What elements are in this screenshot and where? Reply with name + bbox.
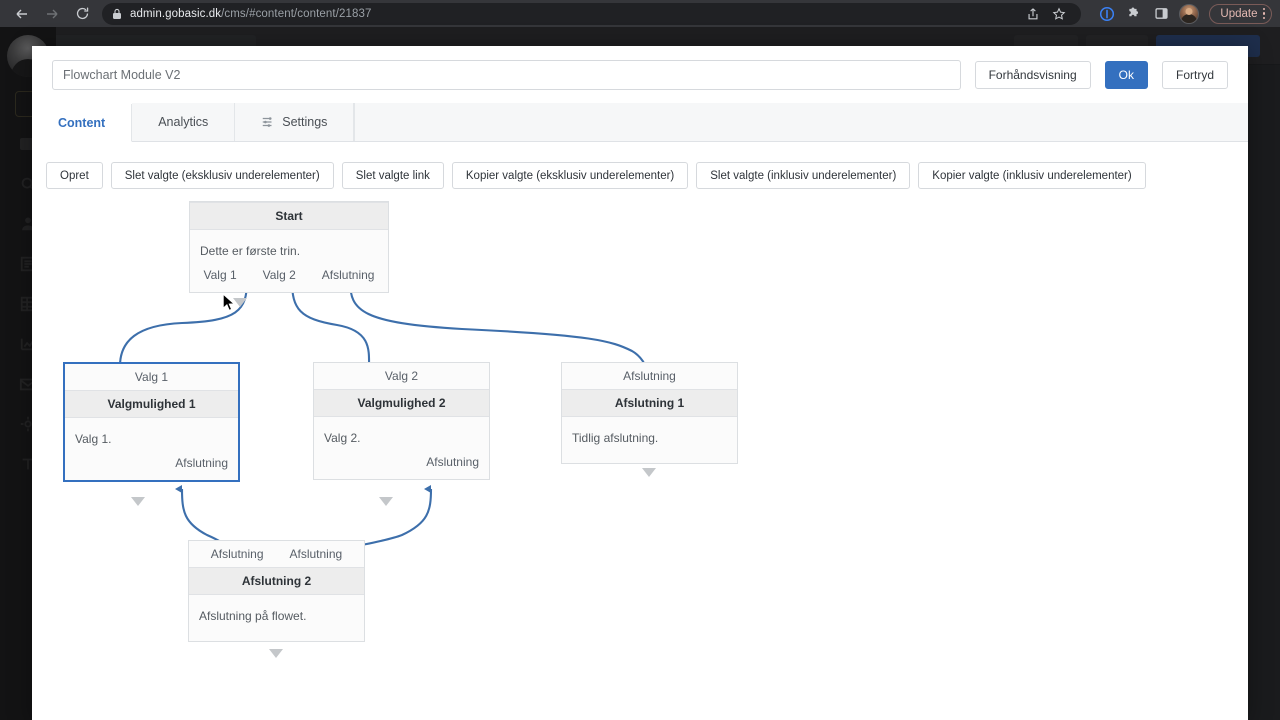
flow-inlabel-afslutning-a2-right[interactable]: Afslutning bbox=[289, 547, 343, 561]
create-button[interactable]: Opret bbox=[46, 162, 103, 189]
address-bar[interactable]: admin.gobasic.dk/cms/#content/content/21… bbox=[102, 2, 1082, 25]
delete-exclusive-button[interactable]: Slet valgte (eksklusiv underelementer) bbox=[110, 162, 334, 189]
flowchart-canvas[interactable]: Start Dette er første trin. Valg 1 Valg … bbox=[32, 201, 1248, 720]
stub-arrow-afslutning1 bbox=[642, 468, 656, 477]
dialog-tabs: Content Analytics Settings bbox=[32, 103, 1248, 142]
delete-inclusive-button[interactable]: Slet valgte (inklusiv underelementer) bbox=[696, 162, 911, 189]
flow-node-valgmulighed-2-title: Valgmulighed 2 bbox=[314, 389, 489, 417]
stub-arrow-valg2 bbox=[379, 497, 393, 506]
flow-node-afslutning-1-inputs: Afslutning bbox=[562, 363, 737, 389]
dialog-header: Flowchart Module V2 Forhåndsvisning Ok F… bbox=[32, 46, 1248, 104]
flow-node-valgmulighed-1-title: Valgmulighed 1 bbox=[65, 390, 238, 418]
flow-inlabel-afslutning-a1[interactable]: Afslutning bbox=[623, 369, 676, 383]
stub-arrow-valg1 bbox=[131, 497, 145, 506]
flow-link-afslutning-v2[interactable]: Afslutning bbox=[426, 455, 479, 469]
flow-inlabel-afslutning-a2-left[interactable]: Afslutning bbox=[210, 547, 264, 561]
flow-node-start[interactable]: Start Dette er første trin. Valg 1 Valg … bbox=[189, 201, 389, 293]
copy-exclusive-button[interactable]: Kopier valgte (eksklusiv underelementer) bbox=[451, 162, 689, 189]
mouse-cursor bbox=[222, 292, 236, 313]
tab-settings-label: Settings bbox=[282, 115, 328, 129]
flow-node-valgmulighed-2-body: Valg 2. bbox=[324, 431, 361, 445]
flowchart-module-dialog: Flowchart Module V2 Forhåndsvisning Ok F… bbox=[32, 46, 1248, 720]
tabs-filler bbox=[354, 103, 1248, 141]
back-button[interactable] bbox=[8, 2, 36, 26]
preview-button[interactable]: Forhåndsvisning bbox=[974, 61, 1091, 89]
side-panel-icon[interactable] bbox=[1149, 3, 1173, 25]
url-domain: admin.gobasic.dk bbox=[130, 7, 222, 20]
flow-link-afslutning[interactable]: Afslutning bbox=[321, 268, 375, 282]
forward-button[interactable] bbox=[38, 2, 66, 26]
tab-analytics[interactable]: Analytics bbox=[132, 103, 236, 141]
copy-inclusive-button[interactable]: Kopier valgte (inklusiv underelementer) bbox=[918, 162, 1146, 189]
browser-extension-icons: Update bbox=[1095, 3, 1272, 25]
url-path: /cms/#content/content/21837 bbox=[221, 7, 372, 20]
flow-node-start-outputs: Valg 1 Valg 2 Afslutning bbox=[190, 264, 388, 292]
flow-node-valgmulighed-2-outputs: Afslutning bbox=[314, 451, 489, 479]
flow-node-valgmulighed-1-inputs: Valg 1 bbox=[65, 364, 238, 390]
flow-node-afslutning-1[interactable]: Afslutning Afslutning 1 Tidlig afslutnin… bbox=[561, 362, 738, 464]
browser-toolbar: admin.gobasic.dk/cms/#content/content/21… bbox=[0, 0, 1280, 27]
update-label: Update bbox=[1220, 7, 1258, 20]
share-icon[interactable] bbox=[1021, 3, 1045, 25]
flow-inlabel-valg1[interactable]: Valg 1 bbox=[134, 370, 169, 384]
flow-inlabel-valg2[interactable]: Valg 2 bbox=[384, 369, 419, 383]
puzzle-piece-icon[interactable] bbox=[1122, 3, 1146, 25]
cancel-button[interactable]: Fortryd bbox=[1161, 61, 1228, 89]
tab-analytics-label: Analytics bbox=[158, 115, 209, 129]
flow-node-valgmulighed-1-body: Valg 1. bbox=[75, 432, 112, 446]
flow-node-afslutning-1-title: Afslutning 1 bbox=[562, 389, 737, 417]
module-title-input[interactable]: Flowchart Module V2 bbox=[52, 60, 961, 90]
delete-link-button[interactable]: Slet valgte link bbox=[341, 162, 444, 189]
flow-node-valgmulighed-1[interactable]: Valg 1 Valgmulighed 1 Valg 1. Afslutning bbox=[63, 362, 240, 482]
flow-node-afslutning-2-body: Afslutning på flowet. bbox=[199, 609, 307, 623]
url-text: admin.gobasic.dk/cms/#content/content/21… bbox=[130, 8, 372, 20]
flow-link-valg1[interactable]: Valg 1 bbox=[203, 268, 237, 282]
flow-link-afslutning-v1[interactable]: Afslutning bbox=[175, 456, 228, 470]
tab-settings[interactable]: Settings bbox=[235, 103, 355, 141]
flow-node-afslutning-1-body: Tidlig afslutning. bbox=[572, 431, 659, 445]
star-icon[interactable] bbox=[1047, 3, 1071, 25]
flow-node-valgmulighed-2[interactable]: Valg 2 Valgmulighed 2 Valg 2. Afslutning bbox=[313, 362, 490, 480]
ok-button[interactable]: Ok bbox=[1104, 61, 1148, 89]
stub-arrow-start bbox=[233, 298, 247, 307]
password-manager-icon[interactable] bbox=[1095, 3, 1119, 25]
omnibox-actions bbox=[1013, 3, 1071, 25]
tab-content-label: Content bbox=[58, 115, 106, 130]
flow-node-afslutning-2[interactable]: Afslutning Afslutning Afslutning 2 Afslu… bbox=[188, 540, 365, 642]
flow-node-start-body: Dette er første trin. bbox=[200, 244, 301, 258]
reload-button[interactable] bbox=[68, 2, 96, 26]
flow-node-start-title: Start bbox=[190, 202, 388, 230]
stub-arrow-afslutning2 bbox=[269, 649, 283, 658]
profile-avatar-icon[interactable] bbox=[1179, 3, 1200, 24]
flow-node-afslutning-2-inputs: Afslutning Afslutning bbox=[189, 541, 364, 567]
update-button[interactable]: Update bbox=[1209, 3, 1272, 24]
content-toolbar: Opret Slet valgte (eksklusiv underelemen… bbox=[32, 142, 1248, 201]
kebab-menu-icon[interactable] bbox=[1262, 7, 1265, 20]
sliders-icon bbox=[261, 115, 275, 129]
lock-icon bbox=[112, 8, 122, 20]
flow-node-valgmulighed-1-outputs: Afslutning bbox=[65, 452, 238, 480]
tab-content[interactable]: Content bbox=[32, 104, 133, 142]
flow-link-valg2[interactable]: Valg 2 bbox=[262, 268, 296, 282]
flow-node-valgmulighed-2-inputs: Valg 2 bbox=[314, 363, 489, 389]
navigation-buttons bbox=[8, 2, 96, 26]
flow-node-afslutning-2-title: Afslutning 2 bbox=[189, 567, 364, 595]
